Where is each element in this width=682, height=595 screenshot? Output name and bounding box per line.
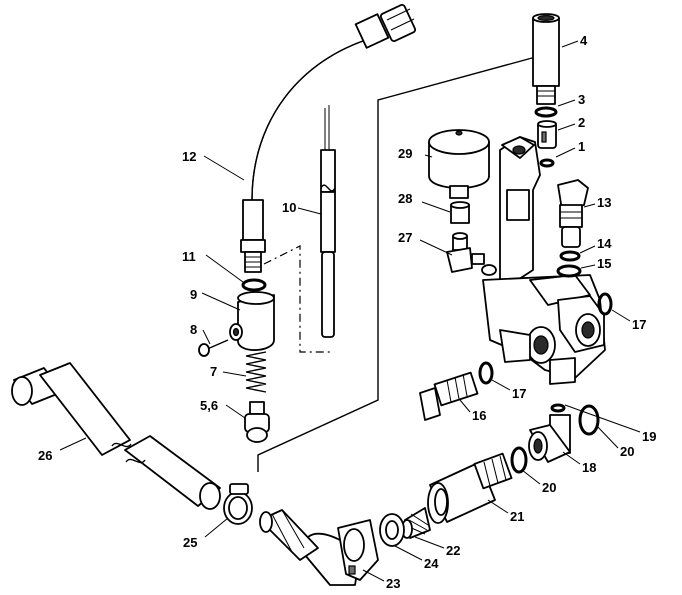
hose-connector xyxy=(259,509,379,586)
strainer xyxy=(401,507,431,539)
label-23: 23 xyxy=(386,576,400,591)
high-pressure-hose xyxy=(240,3,417,273)
o-ring-17-right xyxy=(597,292,613,316)
valve-seat xyxy=(537,120,557,149)
nozzle xyxy=(244,401,270,443)
label-12: 12 xyxy=(182,149,196,164)
o-ring-3 xyxy=(534,106,558,118)
washer xyxy=(379,513,405,547)
label-5-6: 5,6 xyxy=(200,398,218,413)
label-10: 10 xyxy=(282,200,296,215)
label-4: 4 xyxy=(580,33,588,48)
label-20-lower: 20 xyxy=(542,480,556,495)
o-ring-14 xyxy=(559,250,581,262)
label-21: 21 xyxy=(510,509,524,524)
label-25: 25 xyxy=(183,535,197,550)
label-9: 9 xyxy=(190,287,197,302)
label-11: 11 xyxy=(182,249,196,264)
elbow-fitting xyxy=(446,232,485,273)
label-19: 19 xyxy=(642,429,656,444)
label-22: 22 xyxy=(446,543,460,558)
label-13: 13 xyxy=(597,195,611,210)
fitting-block xyxy=(229,291,275,351)
o-ring-20-upper xyxy=(578,404,600,436)
label-1: 1 xyxy=(578,139,585,154)
label-8: 8 xyxy=(190,322,197,337)
label-15: 15 xyxy=(597,256,611,271)
label-20-upper: 20 xyxy=(620,444,634,459)
o-ring-20-lower xyxy=(510,446,528,474)
section-boundary-line xyxy=(257,54,544,472)
label-2: 2 xyxy=(578,115,585,130)
banjo-bolt xyxy=(419,371,479,421)
o-ring-11 xyxy=(241,278,267,292)
plug xyxy=(557,179,589,248)
accumulator xyxy=(428,129,490,199)
lance-insert xyxy=(320,105,336,338)
callout-labels: 4 3 2 1 29 28 13 27 14 15 17 17 16 19 20… xyxy=(38,33,656,591)
label-14: 14 xyxy=(597,236,612,251)
suction-hose xyxy=(11,362,221,510)
o-ring-1 xyxy=(539,158,555,168)
spring xyxy=(245,351,267,393)
pump-housing xyxy=(481,136,606,385)
label-28: 28 xyxy=(398,191,412,206)
o-ring-17-left xyxy=(478,361,494,385)
reference-dashline xyxy=(263,245,330,353)
label-18: 18 xyxy=(582,460,596,475)
inlet-elbow xyxy=(528,414,571,463)
label-29: 29 xyxy=(398,146,412,161)
o-ring-15 xyxy=(556,264,582,278)
label-26: 26 xyxy=(38,448,52,463)
label-17-right: 17 xyxy=(632,317,646,332)
leader-lines xyxy=(59,40,641,582)
screw xyxy=(198,339,229,357)
pressure-tube xyxy=(532,13,560,105)
inlet-coupling xyxy=(427,452,513,524)
label-3: 3 xyxy=(578,92,585,107)
label-24: 24 xyxy=(424,556,439,571)
label-27: 27 xyxy=(398,230,412,245)
hose-clamp xyxy=(223,483,253,525)
label-7: 7 xyxy=(210,364,217,379)
o-ring-19 xyxy=(550,403,566,413)
label-17-left: 17 xyxy=(512,386,526,401)
hex-nipple xyxy=(450,201,470,224)
label-16: 16 xyxy=(472,408,486,423)
